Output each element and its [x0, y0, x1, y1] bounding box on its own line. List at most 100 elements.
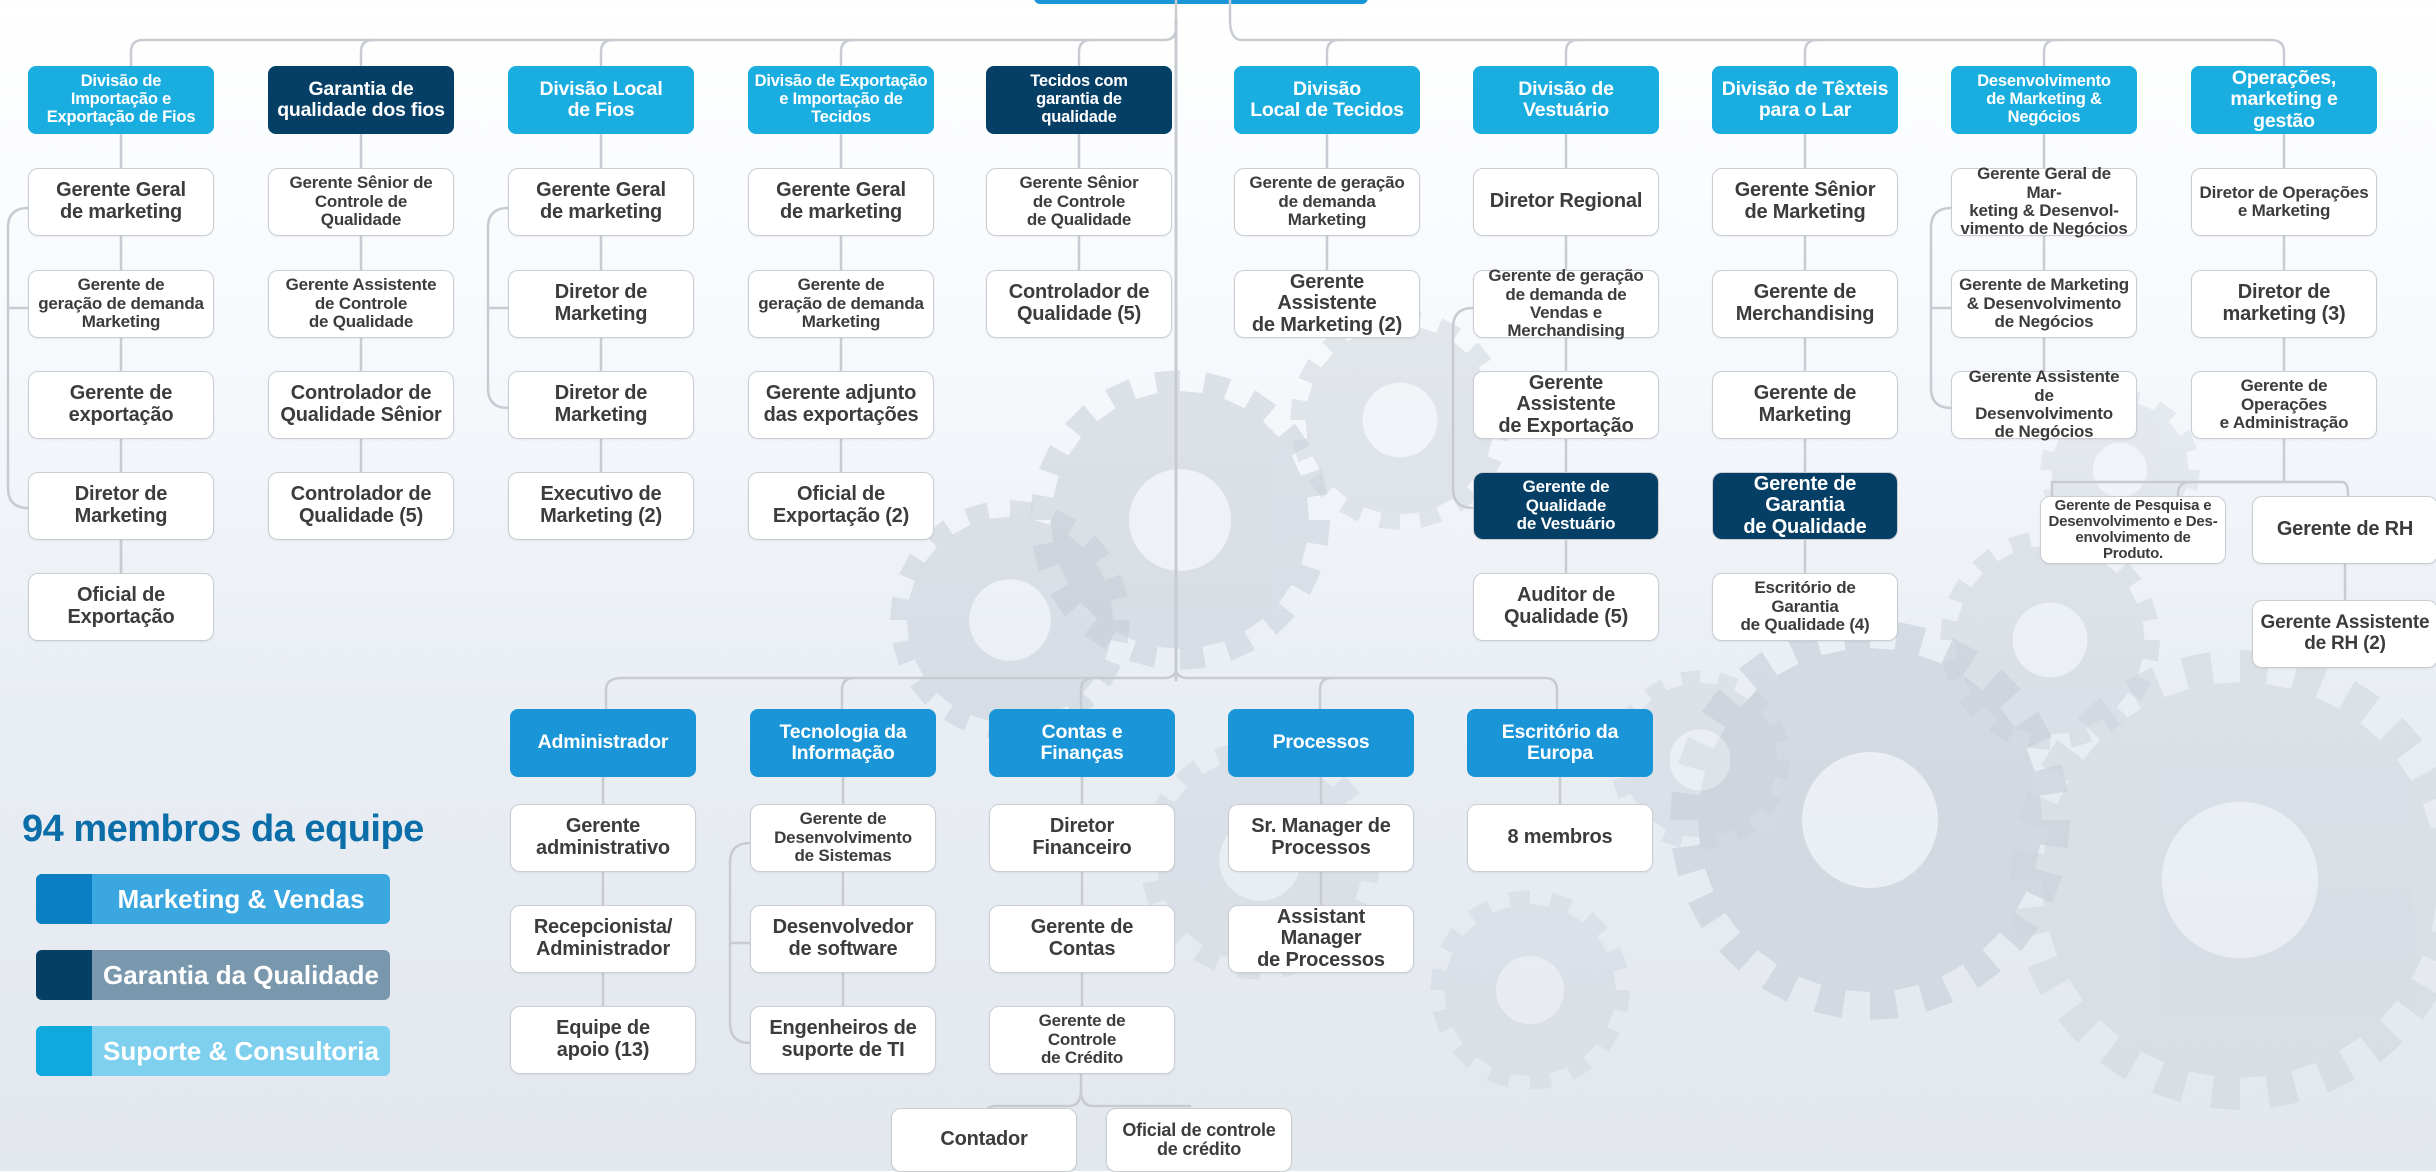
member-box: Gerente Geral de marketing [508, 168, 694, 236]
member-box: Gerente de Contas [989, 905, 1175, 973]
member-box: Controlador de Qualidade (5) [268, 472, 454, 540]
member-box: Gerente administrativo [510, 804, 696, 872]
member-box: Contador [891, 1108, 1077, 1172]
member-box: Diretor Financeiro [989, 804, 1175, 872]
support-unit-header: Contas e Finanças [989, 709, 1175, 777]
member-box: Engenheiros de suporte de TI [750, 1006, 936, 1074]
gear-icon [1670, 620, 2070, 1020]
connector-line [486, 206, 510, 410]
member-box: Assistant Manager de Processos [1228, 905, 1414, 973]
division-header: Desenvolvimento de Marketing & Negócios [1951, 66, 2137, 134]
member-box: Gerente de Controle de Crédito [989, 1006, 1175, 1074]
top-root-node [1034, 0, 1368, 4]
connector-line [1451, 306, 1475, 510]
support-unit-header: Processos [1228, 709, 1414, 777]
legend-swatch [36, 950, 92, 1000]
member-box: Escritório de Garantia de Qualidade (4) [1712, 573, 1898, 641]
member-box: Equipe de apoio (13) [510, 1006, 696, 1074]
connector-line [1077, 38, 1093, 68]
connector-line [1325, 38, 1341, 68]
member-box: Diretor de Marketing [28, 472, 214, 540]
legend-marketing-sales: Marketing & Vendas [36, 874, 390, 924]
connector-line [599, 38, 615, 68]
gear-icon [1610, 670, 1790, 850]
member-box: Gerente adjunto das exportações [748, 371, 934, 439]
division-header: Operações, marketing e gestão [2191, 66, 2377, 134]
member-box: Gerente Sênior de Marketing [1712, 168, 1898, 236]
member-box: Gerente de exportação [28, 371, 214, 439]
gear-icon [1290, 310, 1510, 530]
connector-line [1803, 38, 1819, 68]
connector-line [840, 676, 856, 711]
member-box: Oficial de Exportação (2) [748, 472, 934, 540]
division-header: Divisão de Vestuário [1473, 66, 1659, 134]
member-box: Gerente Assistente de Exportação [1473, 371, 1659, 439]
legend-quality-assurance: Garantia da Qualidade [36, 950, 390, 1000]
division-header: Divisão Local de Fios [508, 66, 694, 134]
legend-label: Marketing & Vendas [117, 883, 365, 914]
member-box: Controlador de Qualidade Sênior [268, 371, 454, 439]
gear-icon [2010, 650, 2436, 1110]
member-box: Gerente de Qualidade de Vestuário [1473, 472, 1659, 540]
team-count-title: 94 membros da equipe [22, 808, 424, 850]
connector-line [1079, 676, 1095, 711]
member-box: Recepcionista/ Administrador [510, 905, 696, 973]
connector-line [839, 38, 855, 68]
division-header: Divisão Local de Tecidos [1234, 66, 1420, 134]
connector-line [1174, 666, 1559, 711]
division-header: Divisão de Importação e Exportação de Fi… [28, 66, 214, 134]
member-box: Gerente Assistente de Desenvolvimento de… [1951, 368, 2137, 441]
member-box: Gerente Assistente de Marketing (2) [1234, 270, 1420, 338]
member-box: Gerente Geral de Mar- keting & Desenvol-… [1951, 165, 2137, 238]
legend-support-consulting: Suporte & Consultoria [36, 1026, 390, 1076]
member-box: Gerente Sênior de Controle de Qualidade [986, 168, 1172, 236]
support-unit-header: Escritório da Europa [1467, 709, 1653, 777]
connector-line [359, 38, 375, 68]
connector-line [1318, 676, 1334, 711]
gear-icon [1430, 890, 1630, 1090]
member-box: Auditor de Qualidade (5) [1473, 573, 1659, 641]
legend-swatch [36, 874, 92, 924]
member-box: Gerente de Marketing [1712, 371, 1898, 439]
division-header: Divisão de Exportação e Importação de Te… [748, 66, 934, 134]
support-unit-header: Tecnologia da Informação [750, 709, 936, 777]
connector-line [6, 206, 30, 510]
connector-line [604, 658, 1178, 711]
connector-line [2176, 437, 2286, 498]
connector-line [2050, 480, 2350, 500]
member-box: Gerente Sênior de Controle de Qualidade [268, 168, 454, 236]
connector-line [2042, 38, 2058, 68]
member-box: 8 membros [1467, 804, 1653, 872]
member-box: Gerente de Desenvolvimento de Sistemas [750, 804, 936, 872]
gear-icon [890, 500, 1130, 740]
member-box: Oficial de Exportação [28, 573, 214, 641]
member-box: Gerente de RH [2252, 496, 2436, 564]
member-box: Gerente de geração de demanda Marketing [748, 270, 934, 338]
member-box: Executivo de Marketing (2) [508, 472, 694, 540]
support-unit-header: Administrador [510, 709, 696, 777]
member-box: Gerente de Marketing & Desenvolvimento d… [1951, 270, 2137, 338]
member-box: Desenvolvedor de software [750, 905, 936, 973]
legend-label: Garantia da Qualidade [103, 959, 379, 990]
connector-line [1174, 0, 1232, 22]
member-box: Gerente de Garantia de Qualidade [1712, 472, 1898, 540]
gear-icon [1030, 370, 1330, 670]
member-box: Gerente de Pesquisa e Desenvolvimento e … [2040, 496, 2226, 564]
member-box: Gerente de Merchandising [1712, 270, 1898, 338]
member-box: Diretor Regional [1473, 168, 1659, 236]
member-box: Gerente Geral de marketing [28, 168, 214, 236]
member-box: Oficial de controle de crédito [1106, 1108, 1292, 1172]
member-box: Gerente de geração de demanda Marketing [28, 270, 214, 338]
gear-icon [1940, 530, 2160, 750]
connector-line [1228, 18, 2286, 68]
member-box: Diretor de Operações e Marketing [2191, 168, 2377, 236]
division-header: Divisão de Têxteis para o Lar [1712, 66, 1898, 134]
member-box: Diretor de Marketing [508, 371, 694, 439]
connector-line [1929, 206, 1953, 410]
legend-swatch [36, 1026, 92, 1076]
member-box: Diretor de Marketing [508, 270, 694, 338]
member-box: Gerente Geral de marketing [748, 168, 934, 236]
